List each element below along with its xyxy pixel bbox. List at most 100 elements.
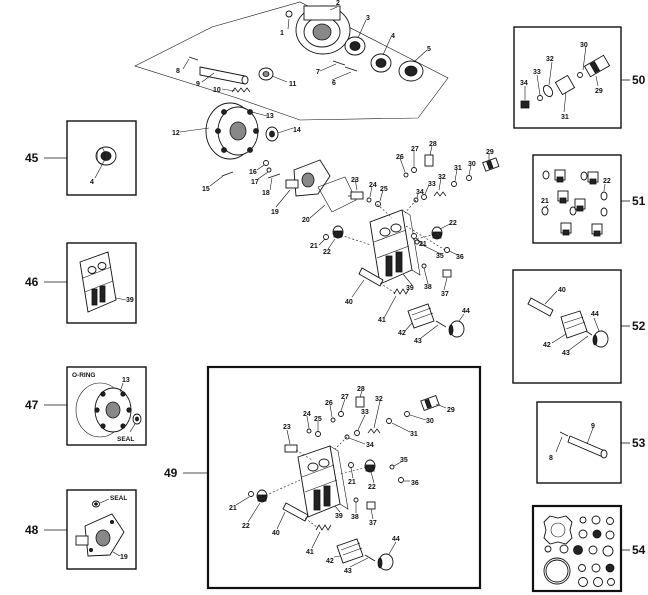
kit-45: 45 4 [25,120,137,196]
kit-49-leader-lines [235,390,447,568]
kit-49-box [206,365,482,590]
kit-52-part-43: 43 [562,350,570,357]
kit-54-box [531,504,623,593]
kit-53: 53 9 8 [536,401,646,484]
kit-49-part-38: 38 [351,514,359,521]
kit-49-valve-body [297,445,349,518]
kit-50-label: 50 [632,73,646,87]
kit-49-washer-25 [315,431,321,437]
kit-54: 54 [531,504,646,593]
manifold-12 [205,102,259,160]
kit-49-part-35: 35 [400,457,408,464]
kit-49-part-25: 25 [314,416,322,423]
ring-31 [451,181,457,187]
shaft-9 [199,66,249,85]
washer-25 [375,201,381,207]
bolt-6 [344,66,358,72]
part-label-39: 39 [406,285,414,292]
part-label-8: 8 [176,68,180,75]
main-part-labels: 1 2 3 4 5 6 7 8 9 10 11 12 13 14 15 16 1… [172,0,494,345]
bolt-7 [332,60,346,66]
kit-49-part-24: 24 [303,411,311,418]
part-label-33: 33 [428,181,436,188]
part-label-37: 37 [441,291,449,298]
plug-36 [444,247,450,253]
part-label-1: 1 [280,30,284,37]
kit-49-label: 49 [164,466,178,480]
kit-49-part-34: 34 [366,442,374,449]
kit-49-part-36: 36 [411,480,419,487]
part-label-2: 2 [336,0,340,7]
kit-49-part-28: 28 [357,386,365,393]
bearing-5 [398,60,424,82]
kit-53-part-9: 9 [591,423,595,430]
kit-50-part-33: 33 [533,69,541,76]
part-label-21b: 21 [419,241,427,248]
kit-53-part-8: 8 [549,455,553,462]
gasket-20 [317,176,357,213]
kit-49-plug-36 [398,477,404,483]
kit-49-ring-21b [348,462,354,468]
crankcase-housing [295,5,351,55]
main-exploded-view: 1 2 3 4 5 6 7 8 9 10 11 12 13 14 15 16 1… [134,0,500,345]
spring-32 [433,191,447,197]
kit-49-part-26: 26 [325,400,333,407]
kit-48-part-19: 19 [120,554,128,561]
kit-52-nozzle-40 [527,297,554,317]
kit-49-fitting-28 [355,396,365,408]
kit-48: 48 SEAL 19 [25,489,137,570]
kit-51: 51 22 21 [532,154,646,244]
kit-49-ring-27 [338,411,344,417]
kit-49-part-labels: 23 24 25 26 27 28 29 30 31 32 33 34 21 2… [229,386,455,575]
piston-42 [407,303,435,329]
kit-49-part-29: 29 [447,407,455,414]
valve-22-right [431,226,443,240]
part-label-25: 25 [380,186,388,193]
bolt-18 [267,173,281,179]
kit-49-oring-24 [306,428,312,434]
part-label-16: 16 [249,169,257,176]
kit-52-label: 52 [632,319,646,333]
kit-48-plate [75,513,125,557]
kit-49: 49 [164,365,482,590]
kit-49-plug-37 [366,501,376,510]
kit-49-part-23: 23 [283,424,291,431]
kit-49-valve-22-left [256,489,268,503]
kit-51-label: 51 [632,194,646,208]
kit-54-label: 54 [632,543,646,557]
kit-48-label: 48 [25,523,39,537]
part-label-14: 14 [293,127,301,134]
kit-47-part-13: 13 [122,377,130,384]
fitting-29 [482,157,500,172]
part-label-17: 17 [251,179,259,186]
kit-49-ring-26 [330,417,336,423]
kit-50-part-29: 29 [595,88,603,95]
kit-50-fitting-29 [583,54,611,78]
ring-38 [421,263,427,269]
kit-49-seal-43 [364,554,376,562]
kit-49-part-43: 43 [344,568,352,575]
kit-49-ring-30 [404,411,410,417]
kit-47-box [66,366,147,446]
kit-49-ring-35 [389,464,395,470]
part-label-27: 27 [411,146,419,153]
kit-49-cap-44 [377,553,394,571]
part-label-29: 29 [486,149,494,156]
kit-49-nozzle-40 [282,502,309,522]
kit-52-box [512,269,622,384]
leader-lines [179,6,490,339]
ring-27 [411,167,417,173]
part-label-31: 31 [454,165,462,172]
part-label-6: 6 [332,80,336,87]
crankcase-outline [134,1,449,121]
part-label-15: 15 [202,186,210,193]
kit-49-part-22b: 22 [368,484,376,491]
spring-10 [231,87,251,93]
part-label-32: 32 [438,174,446,181]
kit-46-valve-body [79,251,117,313]
kit-48-box [66,489,137,570]
valve-22-left [332,225,344,239]
kit-47: 47 O-RING 13 SEAL [25,366,147,446]
seal-14 [265,126,279,142]
kit-50-box [513,26,622,129]
